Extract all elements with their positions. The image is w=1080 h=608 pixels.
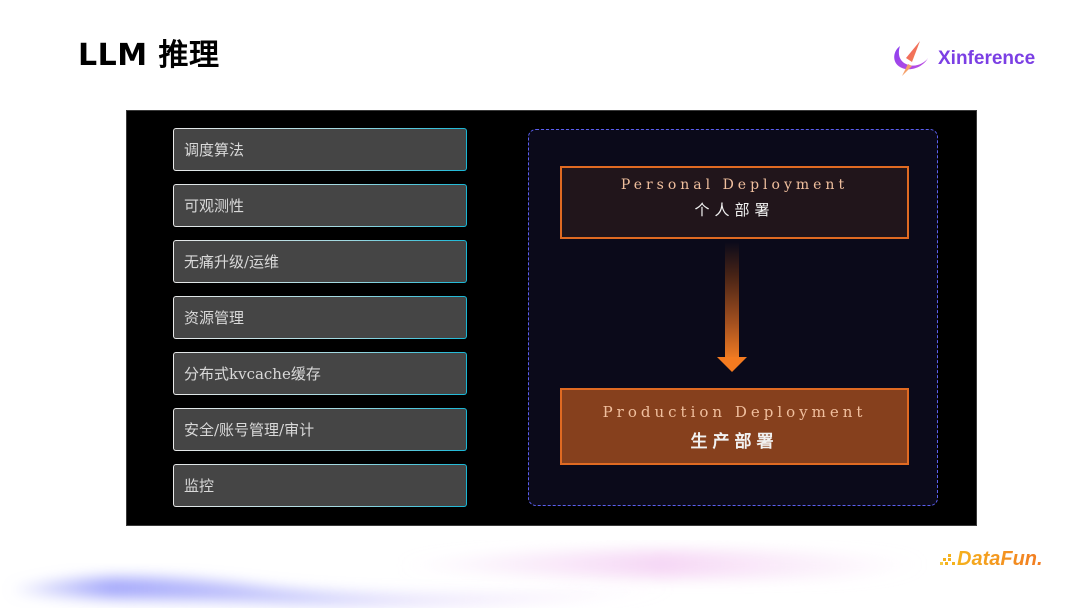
datafun-name: DataFun. xyxy=(957,548,1043,570)
production-deployment-box: Production Deployment 生产部署 xyxy=(560,388,909,465)
feature-item-scheduling: 调度算法 xyxy=(173,128,467,171)
datafun-logo: DataFun. xyxy=(940,548,1043,571)
decorative-swoosh xyxy=(10,550,925,606)
arrow-down-icon xyxy=(725,242,739,358)
deployment-area: Personal Deployment 个人部署 Production Depl… xyxy=(528,129,938,506)
feature-item-monitoring: 监控 xyxy=(173,464,467,507)
personal-deployment-box: Personal Deployment 个人部署 xyxy=(560,166,909,239)
arrow-head-icon xyxy=(717,357,747,372)
page-title: LLM 推理 xyxy=(78,38,220,73)
datafun-logo-icon xyxy=(940,553,955,565)
diagram-panel: 调度算法 可观测性 无痛升级/运维 资源管理 分布式kvcache缓存 安全/账… xyxy=(126,110,977,526)
feature-item-kvcache: 分布式kvcache缓存 xyxy=(173,352,467,395)
production-deployment-title-zh: 生产部署 xyxy=(690,432,779,452)
feature-item-upgrade-ops: 无痛升级/运维 xyxy=(173,240,467,283)
feature-item-observability: 可观测性 xyxy=(173,184,467,227)
production-deployment-title-en: Production Deployment xyxy=(602,403,867,421)
brand-logo: Xinference xyxy=(890,38,1035,80)
feature-item-resource-management: 资源管理 xyxy=(173,296,467,339)
personal-deployment-title-en: Personal Deployment xyxy=(620,177,849,193)
xinference-logo-icon xyxy=(894,41,928,76)
feature-list: 调度算法 可观测性 无痛升级/运维 资源管理 分布式kvcache缓存 安全/账… xyxy=(173,128,467,520)
brand-name: Xinference xyxy=(938,48,1036,69)
feature-item-security: 安全/账号管理/审计 xyxy=(173,408,467,451)
personal-deployment-title-zh: 个人部署 xyxy=(694,201,775,219)
